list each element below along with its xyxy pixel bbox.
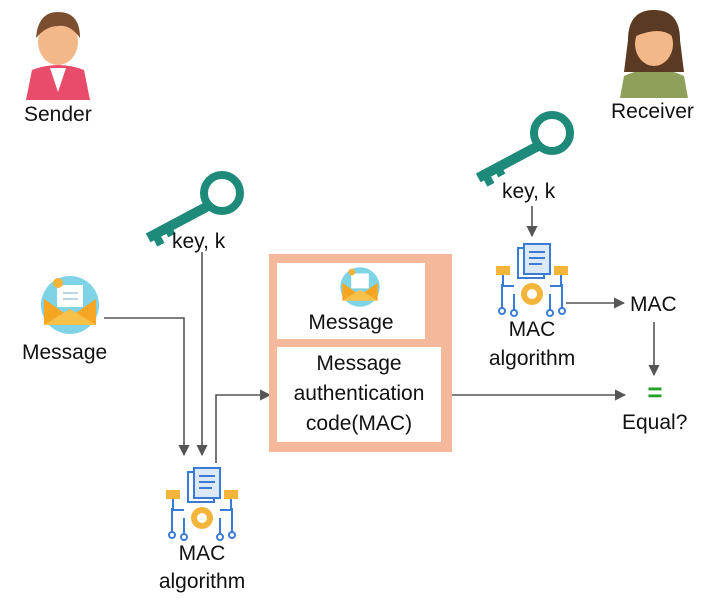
equal-symbol: = [647, 377, 663, 407]
receiver-label: Receiver [611, 100, 694, 123]
bundle-mac-line1: Message [316, 352, 402, 375]
message-to-algo-arrow [104, 317, 190, 457]
receiver-key-label: key, k [502, 180, 556, 203]
sender-algo-label-line1: MAC [178, 542, 226, 565]
algo-to-mac-arrow [215, 389, 272, 463]
receiver-mac-label: MAC [630, 293, 677, 316]
receiver-avatar-icon [620, 10, 688, 98]
sender-algo-label-line2: algorithm [158, 570, 246, 593]
bundle-mac-line3: code(MAC) [305, 412, 413, 435]
receiver-algo-label-line1: MAC [508, 318, 556, 341]
sender-label: Sender [24, 103, 92, 126]
bundle-mac-box [277, 347, 441, 442]
sender-message-label: Message [22, 341, 108, 364]
bundle-mac-line2: authentication [293, 382, 425, 405]
sender-avatar-icon [26, 12, 90, 100]
envelope-icon [340, 267, 380, 307]
bundle-message-label: Message [308, 311, 394, 334]
sender-key-label: key, k [172, 230, 226, 253]
receiver-algo-label-line2: algorithm [488, 347, 576, 370]
flow-arrows [104, 206, 660, 463]
equal-question-label: Equal? [622, 411, 688, 434]
